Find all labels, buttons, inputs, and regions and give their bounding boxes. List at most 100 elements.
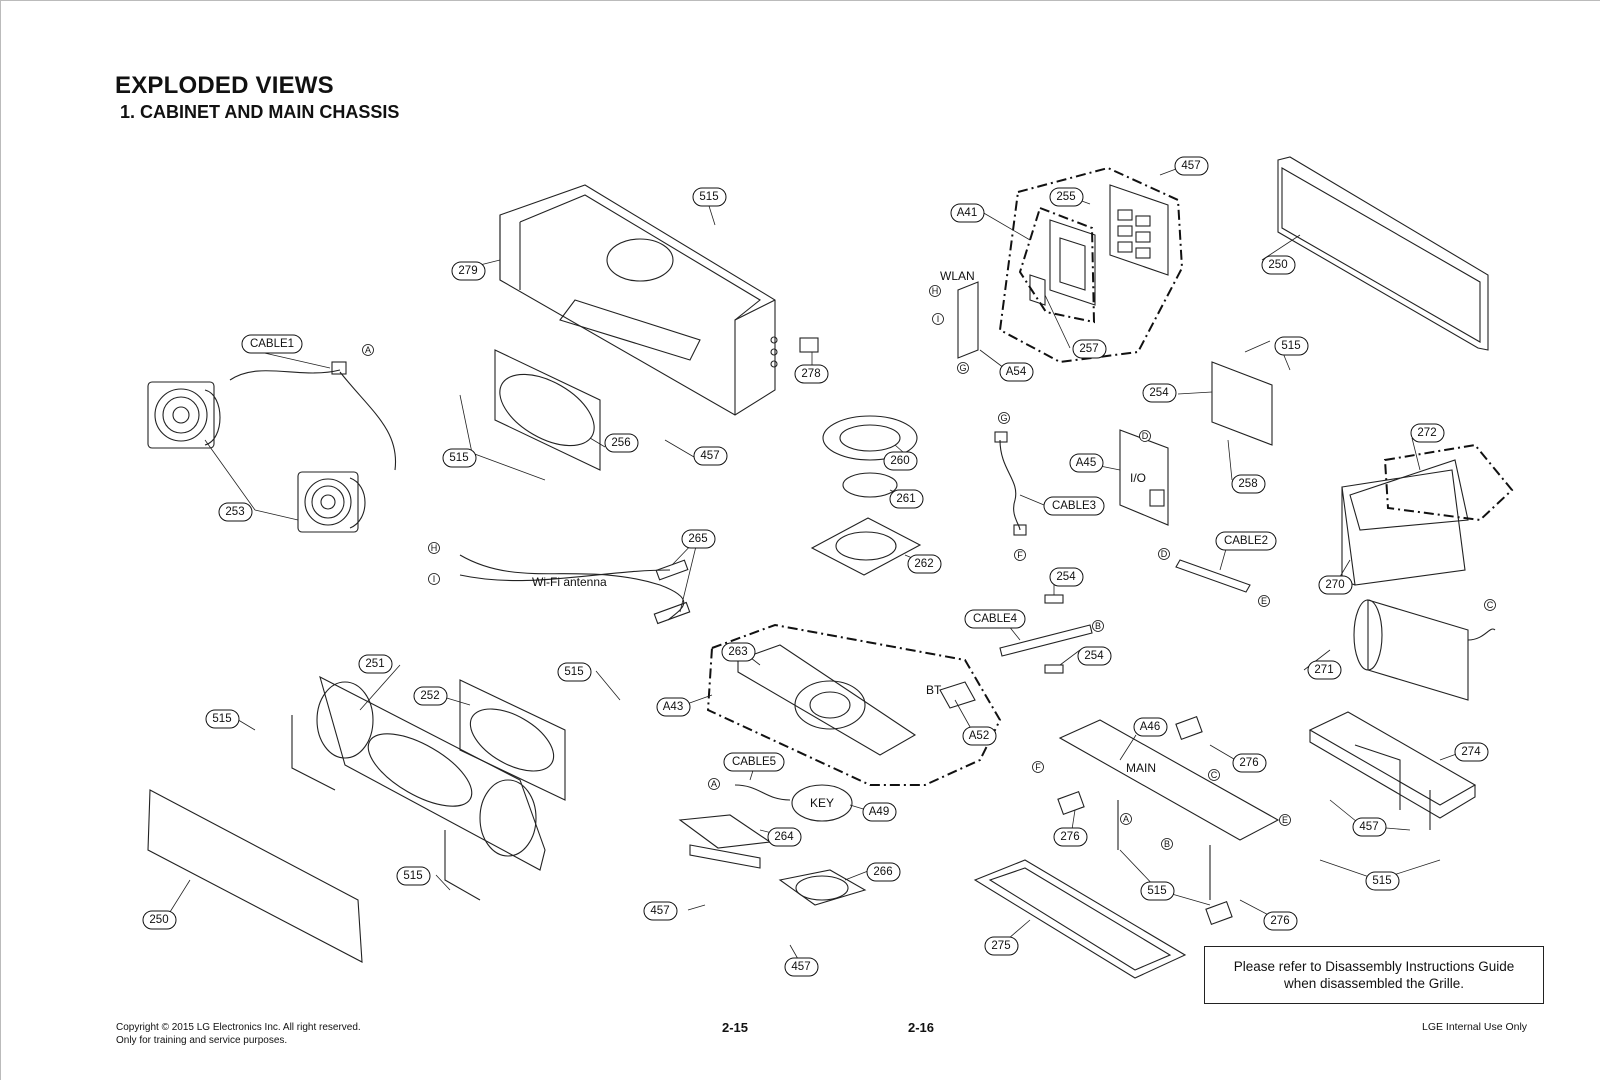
copyright-line-1: Copyright © 2015 LG Electronics Inc. All…: [116, 1022, 361, 1033]
page-number-right: 2-16: [908, 1020, 935, 1035]
callout-272: 272: [1417, 427, 1436, 439]
callout-274: 274: [1461, 746, 1481, 758]
wifi-antenna-label: Wi-Fi antenna: [532, 575, 607, 589]
connector-markers: [362, 285, 1496, 850]
callout-254: 254: [1056, 571, 1076, 583]
callout-278: 278: [801, 368, 820, 380]
callout-457: 457: [791, 961, 810, 973]
callout-253: 253: [225, 506, 244, 518]
connector-a: A: [711, 779, 717, 789]
callout-515: 515: [1147, 885, 1166, 897]
connector-a: A: [1123, 814, 1129, 824]
callout-515: 515: [564, 666, 583, 678]
connector-e: E: [1261, 596, 1267, 606]
connector-b: B: [1095, 621, 1101, 631]
connector-d: D: [1142, 431, 1149, 441]
connector-i: I: [433, 574, 436, 584]
callout-262: 262: [914, 558, 933, 570]
connector-c: C: [1211, 770, 1218, 780]
callout-a52: A52: [969, 730, 989, 742]
connector-g: G: [959, 363, 966, 373]
part-drawings: [147, 156, 1496, 979]
connector-g: G: [1000, 413, 1007, 423]
connector-e: E: [1282, 815, 1288, 825]
connector-f: F: [1017, 550, 1023, 560]
callout-250: 250: [149, 914, 168, 926]
callout-a41: A41: [957, 207, 977, 219]
callout-a54: A54: [1006, 366, 1027, 378]
callout-258: 258: [1238, 478, 1257, 490]
callout-250: 250: [1268, 259, 1287, 271]
copyright-line-2: Only for training and service purposes.: [116, 1035, 288, 1046]
callout-515: 515: [403, 870, 422, 882]
callout-labels: 515 279 CABLE1 253 515 256 457 278 260 2…: [149, 160, 1481, 973]
callout-265: 265: [688, 533, 707, 545]
callout-252: 252: [420, 690, 439, 702]
main-label: MAIN: [1126, 761, 1156, 775]
key-label: KEY: [810, 796, 834, 810]
assembly-outlines: [706, 166, 1514, 786]
callout-264: 264: [774, 831, 794, 843]
callout-cable2: CABLE2: [1224, 535, 1268, 547]
page-border-top: [0, 0, 1600, 1]
callout-a49: A49: [869, 806, 889, 818]
connector-h: H: [932, 286, 939, 296]
connector-h: H: [431, 543, 438, 553]
connector-c: C: [1487, 600, 1494, 610]
callout-276: 276: [1270, 915, 1289, 927]
exploded-view-diagram: 515 279 CABLE1 253 515 256 457 278 260 2…: [142, 156, 1514, 979]
note-line-1: Please refer to Disassembly Instructions…: [1233, 959, 1515, 974]
callout-a46: A46: [1140, 721, 1160, 733]
callout-a43: A43: [663, 701, 683, 713]
callout-515: 515: [1372, 875, 1391, 887]
callout-515: 515: [212, 713, 231, 725]
callout-279: 279: [458, 265, 477, 277]
callout-cable5: CABLE5: [732, 756, 776, 768]
callout-254: 254: [1084, 650, 1104, 662]
disassembly-note: Please refer to Disassembly Instructions…: [1204, 946, 1544, 1004]
callout-276: 276: [1239, 757, 1258, 769]
callout-257: 257: [1079, 343, 1098, 355]
callout-bubbles: [142, 156, 1489, 977]
section-title: 1. CABINET AND MAIN CHASSIS: [120, 102, 400, 122]
page-number-left: 2-15: [722, 1020, 749, 1035]
copyright-notice: Copyright © 2015 LG Electronics Inc. All…: [116, 1021, 361, 1047]
connector-letters: A H I G G F D D E C H I B A F C A B E: [365, 286, 1494, 849]
page-title: EXPLODED VIEWS: [115, 72, 334, 99]
callout-a45: A45: [1076, 457, 1096, 469]
connector-d: D: [1161, 549, 1168, 559]
leader-lines: [164, 165, 1463, 967]
page-border-left: [0, 0, 1, 1080]
callout-261: 261: [896, 493, 915, 505]
callout-457: 457: [1359, 821, 1378, 833]
internal-use-notice: LGE Internal Use Only: [1422, 1021, 1528, 1033]
callout-255: 255: [1056, 191, 1075, 203]
callout-457: 457: [1181, 160, 1200, 172]
callout-457: 457: [650, 905, 669, 917]
connector-a: A: [365, 345, 371, 355]
callout-251: 251: [365, 658, 384, 670]
callout-271: 271: [1314, 664, 1333, 676]
callout-cable4: CABLE4: [973, 613, 1018, 625]
callout-276: 276: [1060, 831, 1079, 843]
callout-266: 266: [873, 866, 892, 878]
callout-260: 260: [890, 455, 909, 467]
connector-i: I: [937, 314, 940, 324]
inline-labels: WLAN I/O Wi-Fi antenna BT KEY MAIN: [532, 269, 1156, 810]
connector-f: F: [1035, 762, 1041, 772]
connector-b: B: [1164, 839, 1170, 849]
callout-515: 515: [449, 452, 468, 464]
callout-457: 457: [700, 450, 719, 462]
io-label: I/O: [1130, 471, 1146, 485]
callout-515: 515: [699, 191, 718, 203]
callout-256: 256: [611, 437, 630, 449]
callout-270: 270: [1325, 579, 1344, 591]
callout-cable1: CABLE1: [250, 338, 294, 350]
wlan-label: WLAN: [940, 269, 975, 283]
callout-515: 515: [1281, 340, 1300, 352]
callout-263: 263: [728, 646, 747, 658]
callout-cable3: CABLE3: [1052, 500, 1096, 512]
callout-275: 275: [991, 940, 1010, 952]
note-line-2: when disassembled the Grille.: [1283, 976, 1465, 991]
callout-254: 254: [1149, 387, 1169, 399]
